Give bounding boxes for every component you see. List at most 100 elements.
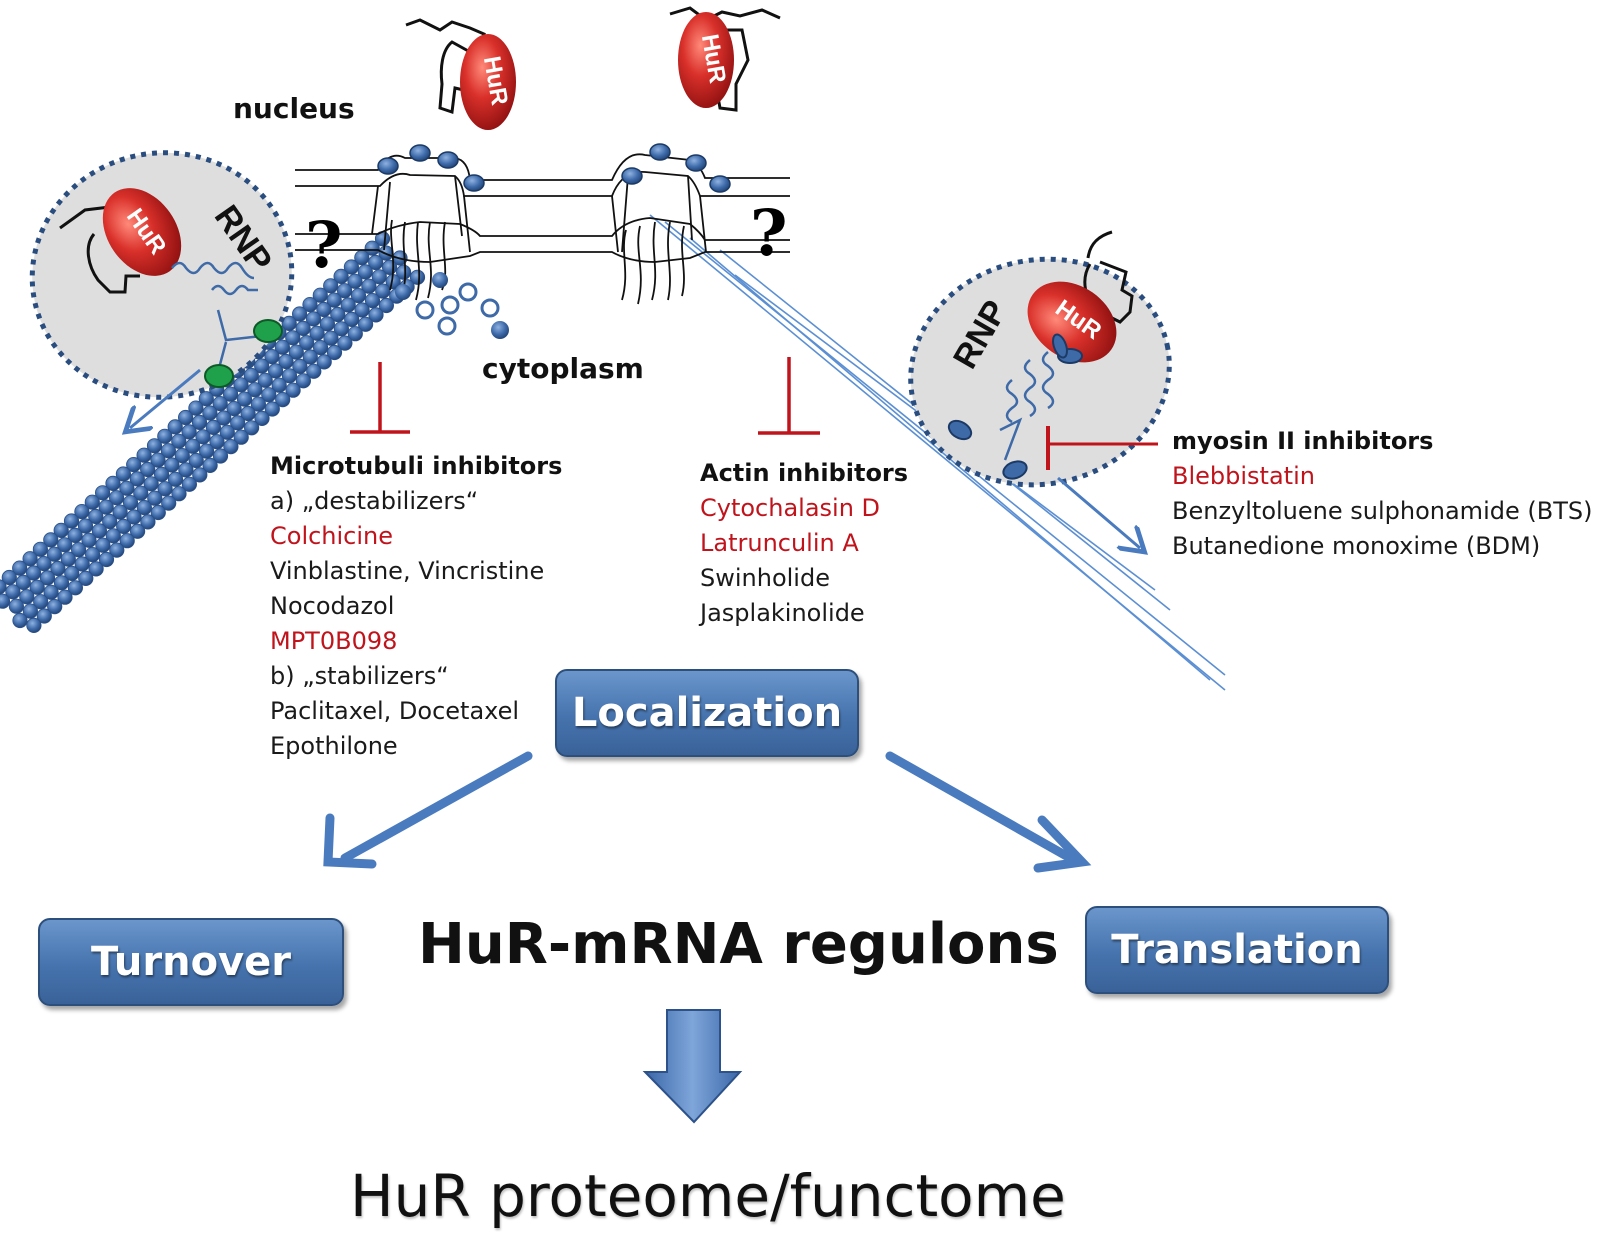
tubulin-bead <box>288 344 304 360</box>
tubulin-bead <box>371 269 387 285</box>
tubulin-bead <box>264 348 280 365</box>
tubulin-bead <box>77 518 94 534</box>
tubulin-bead <box>336 283 353 299</box>
tubulin-bead <box>357 264 373 280</box>
tubulin-bead <box>119 533 135 549</box>
tubulin-bead <box>299 335 315 351</box>
tubulin-bead <box>88 561 104 577</box>
tubulin-bead <box>191 414 208 430</box>
tubulin-bead <box>53 522 69 539</box>
tubulin-bead <box>219 424 235 440</box>
tubulin-bead <box>32 541 49 557</box>
tubulin-bead <box>306 363 322 379</box>
tubulin-bead <box>254 358 270 374</box>
tubulin-bead <box>84 494 100 510</box>
tubulin-bead <box>150 452 166 468</box>
tubulin-bead <box>295 320 311 336</box>
tubulin-bead <box>344 311 360 327</box>
tubulin-bead <box>302 349 318 365</box>
tubulin-bead <box>167 471 184 487</box>
microtubuli-inhibitor-item: Nocodazol <box>270 592 395 620</box>
center-title: HuR-mRNA regulons <box>418 912 1059 977</box>
tubulin-bead <box>102 513 118 530</box>
tubulin-bead <box>192 467 208 483</box>
tubulin-bead <box>223 438 239 455</box>
tubulin-bead <box>146 438 163 454</box>
tubulin-bead <box>312 339 329 356</box>
tubulin-bead <box>323 330 339 346</box>
tubulin-bead <box>326 344 343 361</box>
tubulin-bead <box>64 565 80 582</box>
tubulin-bead <box>209 434 225 450</box>
tubulin-bead <box>19 589 35 605</box>
tubulin-bead <box>71 542 87 558</box>
tubulin-bead <box>257 372 273 388</box>
tubulin-bead <box>202 457 218 473</box>
tubulin-bead <box>347 273 363 289</box>
tubulin-bead <box>98 499 114 515</box>
tubulin-bead <box>281 368 298 384</box>
tubulin-bead <box>67 580 84 596</box>
tubulin-bead <box>216 410 232 426</box>
tubulin-bead <box>147 490 163 506</box>
tubulin-bead <box>247 382 263 398</box>
tubulin-bead <box>333 321 349 337</box>
actin-inhibitor-item: Swinholide <box>700 564 830 592</box>
actin-inhibition-bar <box>758 357 820 435</box>
tubulin-bead <box>112 504 128 520</box>
tubulin-bead <box>171 433 187 449</box>
tubulin-bead <box>154 466 170 482</box>
down-arrow <box>642 1009 743 1124</box>
tubulin-bead <box>188 452 204 469</box>
tubulin-bead <box>275 391 291 408</box>
tubulin-bead <box>39 570 56 586</box>
myosin-inhibitor-item: Benzyltoluene sulphonamide (BTS) <box>1172 497 1593 525</box>
tubulin-bead <box>281 315 297 331</box>
microtubule-filament <box>0 231 426 634</box>
tubulin-bead <box>15 574 31 591</box>
turnover-box: Turnover <box>38 918 344 1006</box>
cytoplasm-label: cytoplasm <box>482 352 644 385</box>
microtubuli-inhibitor-item: Epothilone <box>270 732 398 760</box>
tubulin-bead <box>78 570 94 587</box>
tubulin-bead <box>347 326 363 342</box>
tubulin-bead <box>240 405 256 422</box>
tubulin-bead <box>285 330 301 346</box>
tubulin-bead <box>122 494 139 511</box>
bottom-title: HuR proteome/functome <box>350 1162 1066 1230</box>
tubulin-bead <box>285 382 301 398</box>
tubulin-bead <box>316 354 332 370</box>
rnp-granule-left: HuR RNP <box>29 150 295 428</box>
microtubuli-inhibitor-item: MPT0B098 <box>270 627 398 655</box>
tubulin-bead <box>357 316 374 332</box>
tubulin-bead <box>157 428 173 444</box>
tubulin-bead <box>364 292 381 309</box>
tubulin-bead <box>199 443 215 459</box>
myosin-inhibitors-title: myosin II inhibitors <box>1172 427 1434 455</box>
tubulin-bead <box>133 485 149 501</box>
microtubuli-inhibitors-list: Microtubuli inhibitors a) „destabilizers… <box>270 449 562 760</box>
tubulin-bead <box>26 617 42 634</box>
tubulin-bead <box>233 429 249 445</box>
tubulin-bead <box>319 316 335 332</box>
tubulin-bead <box>178 409 194 426</box>
nucleus-label: nucleus <box>233 92 355 125</box>
tubulin-bead <box>47 598 63 615</box>
tubulin-beads <box>395 272 509 339</box>
tubulin-bead <box>212 448 229 464</box>
tubulin-bead <box>136 447 152 463</box>
tubulin-bead <box>1 569 17 586</box>
tubulin-bead <box>57 589 73 605</box>
tubulin-bead <box>181 424 197 440</box>
tubulin-bead <box>8 598 24 614</box>
tubulin-bead <box>271 377 287 393</box>
tubulin-bead <box>254 410 270 426</box>
tubulin-bead <box>67 527 83 544</box>
flow-arrows <box>323 751 1092 873</box>
question-mark-right: ? <box>750 196 788 271</box>
actin-inhibitor-item: Jasplakinolide <box>700 599 865 627</box>
myosin-inhibitor-item: Butanedione monoxime (BDM) <box>1172 532 1541 560</box>
tubulin-bead <box>326 292 342 308</box>
